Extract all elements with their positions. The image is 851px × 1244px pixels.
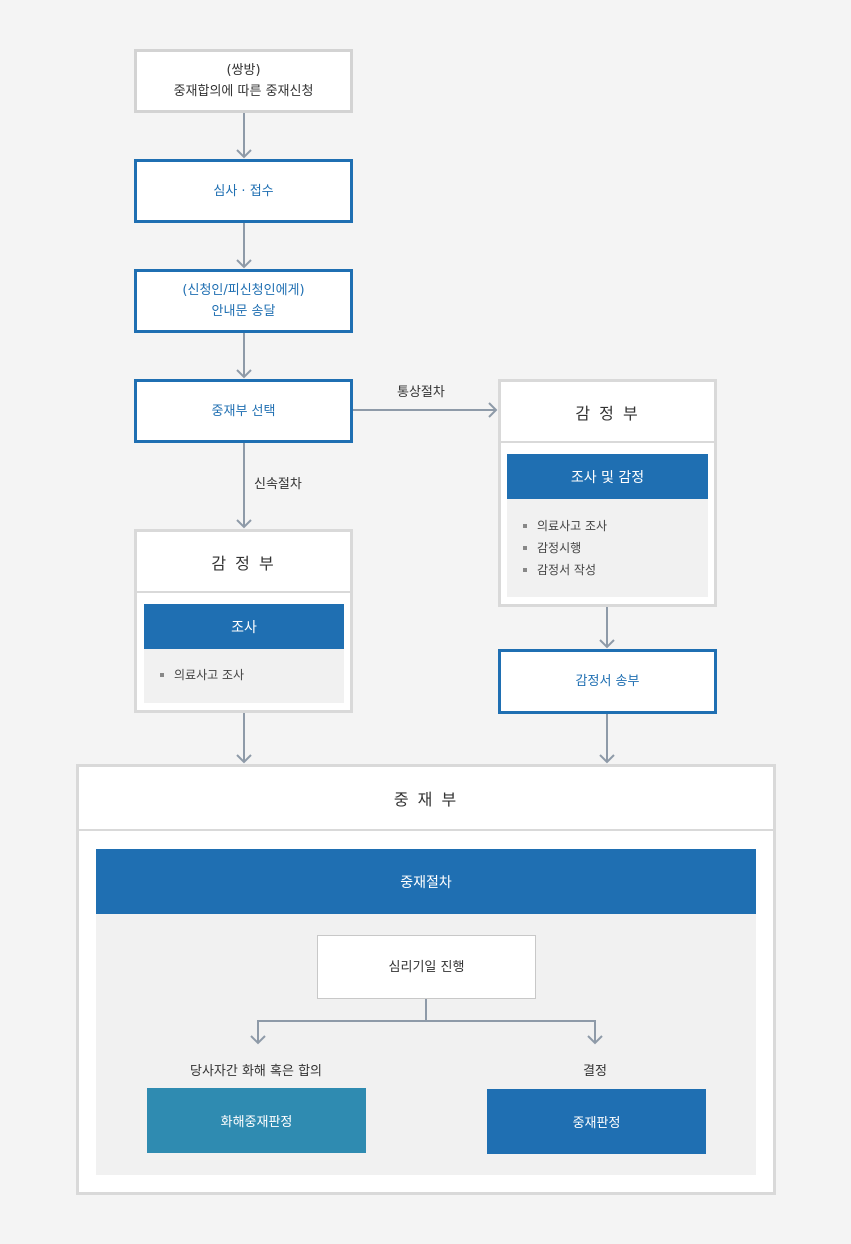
select-step-label: 중재부 선택 xyxy=(211,403,276,419)
right-appraisal-item: 의료사고 조사 xyxy=(523,515,607,537)
review-step: 심사 · 접수 xyxy=(134,159,353,223)
arbitration-procedure-bar: 중재절차 xyxy=(96,849,756,914)
right-appraisal-item: 감정시행 xyxy=(523,537,607,559)
left-appraisal-title: 감 정 부 xyxy=(137,532,350,593)
right-appraisal-title: 감 정 부 xyxy=(501,382,714,443)
settlement-award-box: 화해중재판정 xyxy=(147,1088,366,1153)
apply-step-line1: (쌍방) xyxy=(226,63,261,78)
left-appraisal-bar: 조사 xyxy=(144,604,344,649)
hearing-branch-arrows xyxy=(250,999,603,1045)
hearing-label: 심리기일 진행 xyxy=(388,959,465,975)
fast-procedure-label: 신속절차 xyxy=(254,477,302,492)
arbitration-panel-title: 중 재 부 xyxy=(79,767,773,831)
arbitration-procedure-area: 심리기일 진행 당사자간 화해 혹은 합의 결정 화해중재판정 중재판정 xyxy=(96,914,756,1175)
send-report-label: 감정서 송부 xyxy=(575,674,640,689)
notice-step-line1: (신청인/피신청인에게) xyxy=(182,283,305,298)
send-report-step: 감정서 송부 xyxy=(498,649,717,714)
notice-step-line2: 안내문 송달 xyxy=(211,304,276,319)
hearing-box: 심리기일 진행 xyxy=(317,935,536,999)
left-appraisal-item: 의료사고 조사 xyxy=(160,664,244,686)
decision-label: 결정 xyxy=(583,1064,607,1079)
review-step-label: 심사 · 접수 xyxy=(213,183,274,199)
right-appraisal-bar: 조사 및 감정 xyxy=(507,454,708,499)
right-appraisal-panel: 감 정 부 조사 및 감정 의료사고 조사 감정시행 감정서 작성 xyxy=(498,379,717,607)
arbitration-panel: 중 재 부 중재절차 심리기일 진행 당사자간 화해 혹은 합의 결정 화해중재… xyxy=(76,764,776,1195)
left-appraisal-items-area: 의료사고 조사 xyxy=(144,649,344,703)
apply-step-line2: 중재합의에 따른 중재신청 xyxy=(173,84,314,99)
normal-procedure-label: 통상절차 xyxy=(397,385,445,400)
select-step: 중재부 선택 xyxy=(134,379,353,443)
settlement-label: 당사자간 화해 혹은 합의 xyxy=(190,1064,322,1079)
right-appraisal-items-area: 의료사고 조사 감정시행 감정서 작성 xyxy=(507,499,708,597)
right-appraisal-item: 감정서 작성 xyxy=(523,559,607,581)
notice-step: (신청인/피신청인에게) 안내문 송달 xyxy=(134,269,353,333)
apply-step: (쌍방) 중재합의에 따른 중재신청 xyxy=(134,49,353,113)
arbitration-award-box: 중재판정 xyxy=(487,1089,706,1154)
left-appraisal-panel: 감 정 부 조사 의료사고 조사 xyxy=(134,529,353,713)
